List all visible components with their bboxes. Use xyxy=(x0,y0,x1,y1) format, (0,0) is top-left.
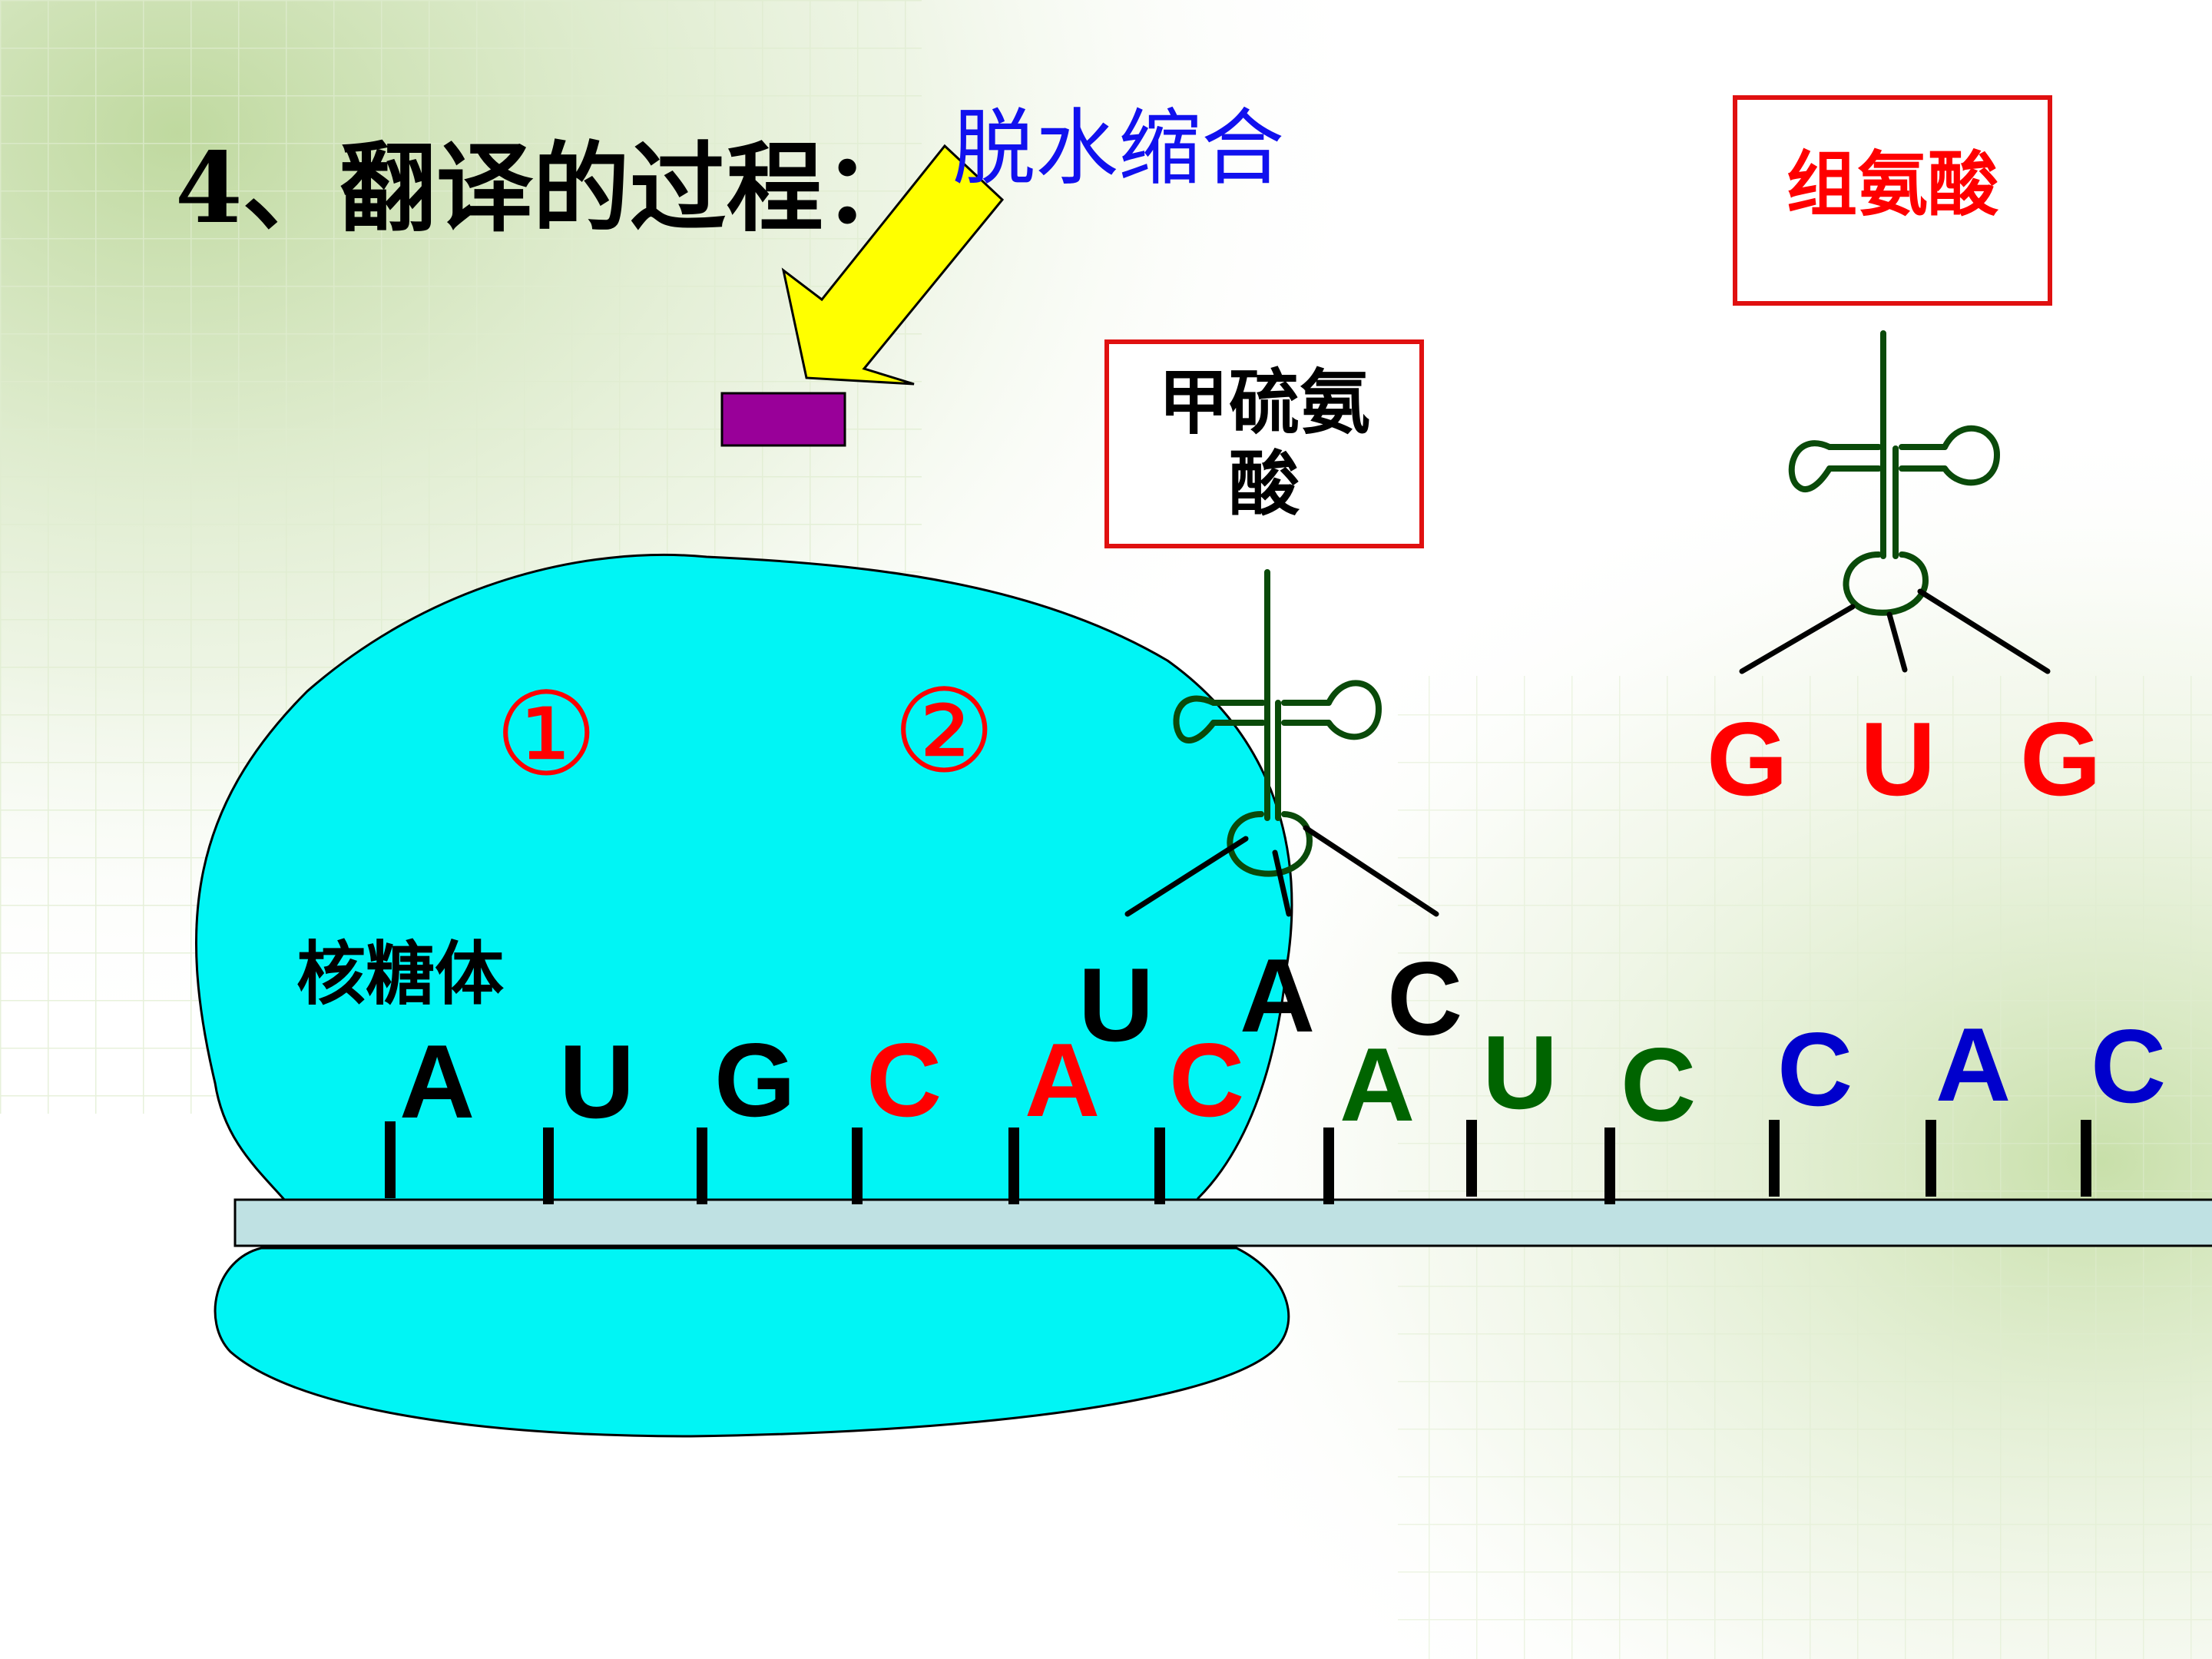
mrna-base: A xyxy=(1025,1022,1101,1138)
mrna-base-ticks xyxy=(385,1120,2091,1204)
page-title: 4、翻译的过程： xyxy=(175,131,920,245)
mrna-strand xyxy=(233,1198,2212,1247)
anticodon-base: U xyxy=(1860,700,1936,817)
mrna-base: A xyxy=(1339,1026,1416,1143)
ribosome-label: 核糖体 xyxy=(296,934,504,1015)
trna-his-legs xyxy=(1739,588,2051,674)
trna-cloverleaf-icon xyxy=(1173,569,1382,877)
trna-cloverleaf-icon xyxy=(1788,330,2000,616)
trna-met-legs xyxy=(1124,825,1439,917)
mrna-base: A xyxy=(1936,1006,2012,1123)
peptide-block xyxy=(720,392,846,447)
yellow-arrow-icon xyxy=(781,144,1005,386)
ribosome-small-subunit xyxy=(214,1247,1290,1438)
mrna-base: U xyxy=(1482,1014,1558,1131)
mrna-base: G xyxy=(714,1022,796,1138)
mrna-base: C xyxy=(1621,1026,1697,1143)
anticodon-base: U xyxy=(1078,946,1154,1063)
histidine-box: 组氨酸 xyxy=(1733,95,2052,306)
anticodon-base: G xyxy=(2020,700,2101,817)
mrna-base: C xyxy=(1777,1011,1853,1128)
ribosome-large-subunit xyxy=(194,553,1293,1300)
methionine-box: 甲硫氨酸 xyxy=(1104,339,1424,548)
anticodon-base: G xyxy=(1707,700,1788,817)
site-label-2: ② xyxy=(892,665,996,799)
mrna-base: C xyxy=(1169,1022,1245,1138)
mrna-base: U xyxy=(559,1023,635,1140)
methionine-label: 甲硫氨酸 xyxy=(1157,362,1370,525)
anticodon-base: A xyxy=(1240,937,1316,1054)
ribosome xyxy=(194,553,1293,1438)
mrna-base: C xyxy=(2091,1008,2167,1124)
anticodon-base: C xyxy=(1387,940,1463,1057)
histidine-label: 组氨酸 xyxy=(1786,144,1998,226)
site-label-1: ① xyxy=(495,668,598,802)
dehydration-synthesis-label: 脱水缩合 xyxy=(952,101,1285,197)
mrna-base: A xyxy=(399,1023,475,1140)
mrna-base: C xyxy=(866,1022,942,1138)
